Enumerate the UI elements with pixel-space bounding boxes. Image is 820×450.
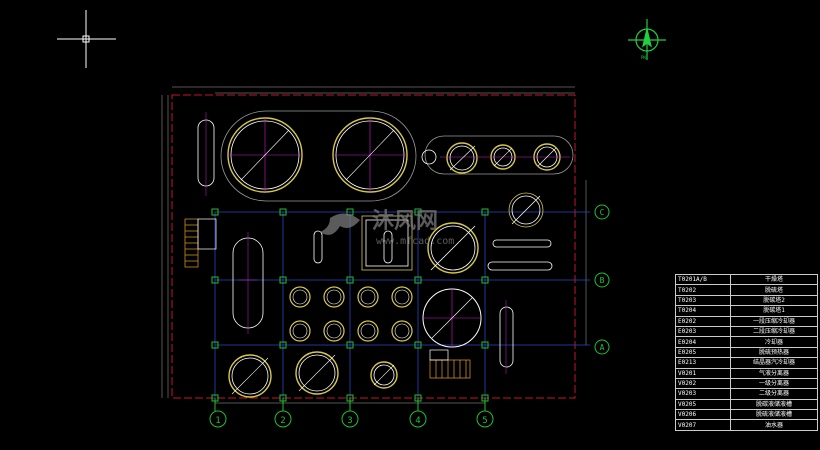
north-arrow-label: PN [641,55,646,60]
equipment-code: T0203 [675,294,731,307]
row-axis-label: C [600,208,605,217]
column-axis-label: 3 [347,416,352,426]
stair-left [184,218,217,268]
column-axis-label: 1 [215,416,220,426]
equipment-code: V0205 [675,398,731,411]
row-axis-label: B [600,276,605,285]
north-arrow-icon [628,19,666,60]
equipment-description: 二段压缩冷却器 [730,325,818,338]
equipment-code: V0202 [675,377,731,390]
drying-tower-pair [220,110,417,202]
equipment-code: T0202 [675,284,731,296]
equipment-description: 脱碳塔1 [730,305,818,317]
equipment-description: 干燥塔 [730,273,818,286]
equipment-description: 油水器 [730,419,818,431]
equipment-code: T0204 [675,305,731,317]
equipment-code: T0201A/B [675,273,731,286]
equipment-description: 脱硫液储液槽 [730,409,818,421]
equipment-description: 一级分离器 [730,377,818,390]
large-tank-center-right [422,288,482,348]
stair-lower [429,349,471,379]
equipment-description: 脱硫预热器 [730,346,818,359]
small-cylinders-center [313,215,479,274]
equipment-code: V0207 [675,419,731,431]
equipment-code: E0204 [675,336,731,348]
watermark-logo-icon [320,213,360,235]
vertical-vessel-right [499,300,514,374]
equipment-description: 脱硫塔 [730,284,818,296]
equipment-description: 气液分离器 [730,367,818,379]
bottom-tank-row [228,351,398,398]
horizontal-vessel-b [232,232,264,334]
equipment-code: E0213 [675,357,731,369]
equipment-code: E0203 [675,325,731,338]
equipment-description: 一段压缩冷却器 [730,315,818,327]
column-axis-label: 2 [280,416,285,426]
watermark-url: www.mfcad.com [376,236,454,247]
tower-row-top-right [421,135,574,175]
column-markers [211,208,489,402]
column-axis-label: 5 [482,416,487,426]
equipment-code: E0205 [675,346,731,359]
row-axis-label: A [600,343,605,352]
column-axis-label: 4 [415,416,420,426]
equipment-description: 结晶器汽冷却器 [730,357,818,369]
equipment-description: 脱碳液储液槽 [730,398,818,411]
equipment-code: V0206 [675,409,731,421]
vertical-vessel-left [197,112,215,196]
watermark: 沐风网 www.mfcad.com [320,209,454,247]
equipment-code: E0202 [675,315,731,327]
compressor-cylinder-array [289,286,413,342]
structural-grid [214,211,590,398]
column-axis-bubbles [209,398,494,428]
site-boundary [171,94,576,399]
equipment-code: V0201 [675,367,731,379]
horizontal-vessels-right [487,192,553,271]
row-axis-bubbles [594,204,610,355]
crosshair-cursor [57,10,116,68]
dimension-lines [161,86,587,404]
equipment-description: 脱碳塔2 [730,294,818,307]
equipment-code: V0203 [675,388,731,400]
equipment-description: 二级分离器 [730,388,818,400]
equipment-description: 冷却器 [730,336,818,348]
watermark-brand: 沐风网 [372,209,438,234]
